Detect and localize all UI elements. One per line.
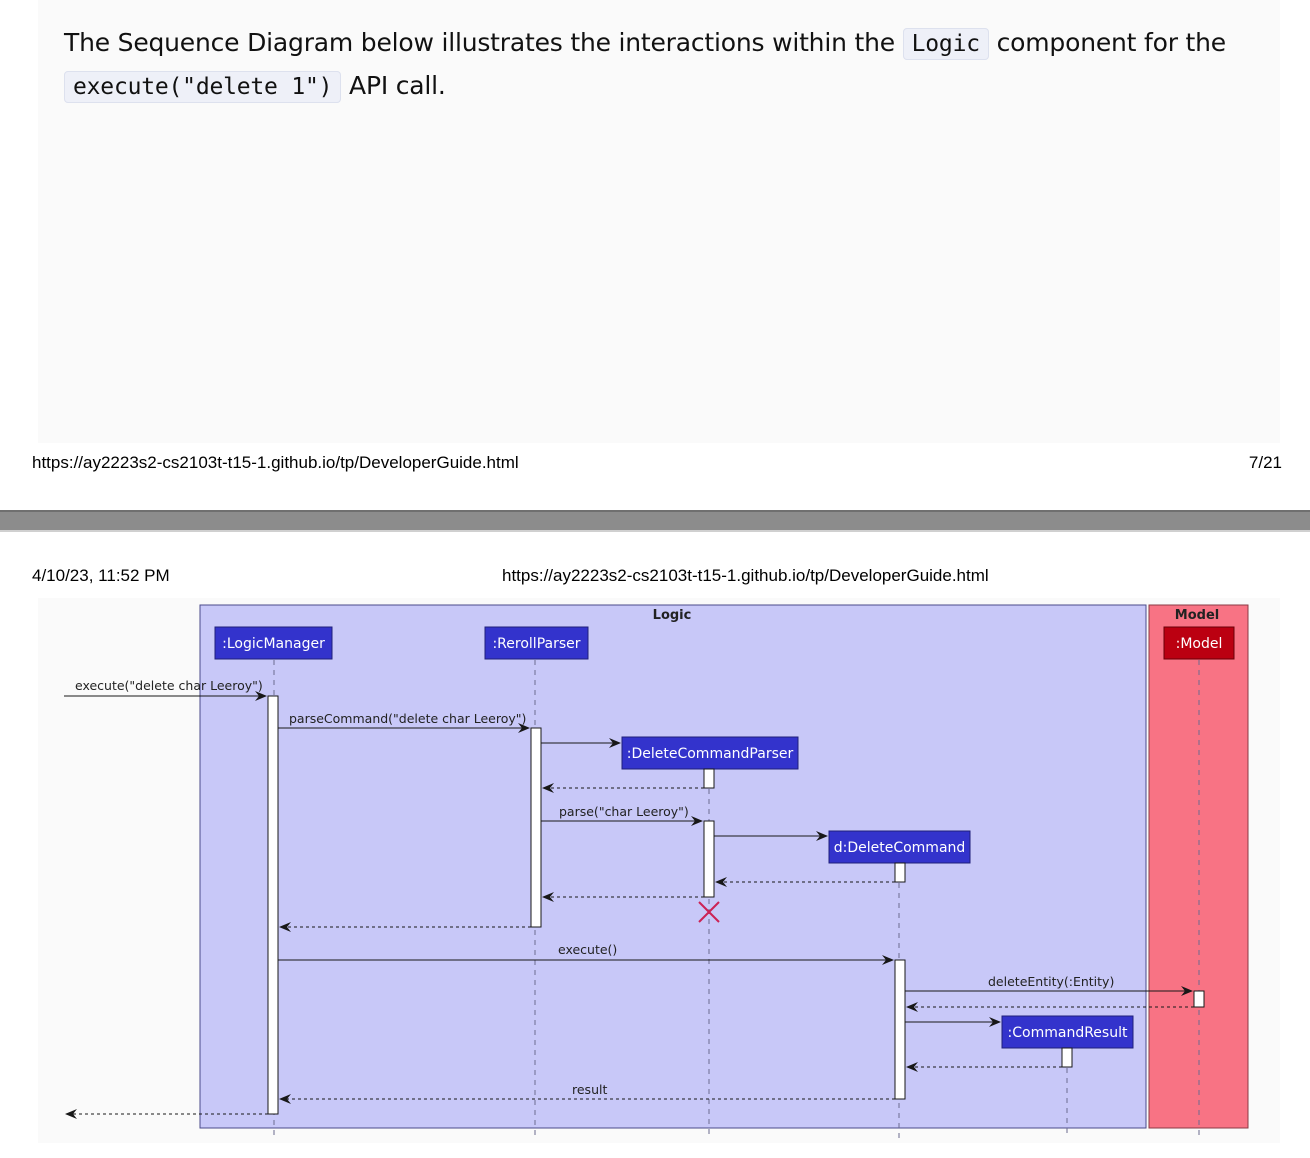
intro-text-after: API call. <box>341 71 446 100</box>
page-separator <box>0 510 1310 532</box>
participant-logic-manager: :LogicManager <box>214 626 333 660</box>
footer-page-number: 7/21 <box>1248 453 1282 472</box>
destroy-icon <box>698 901 720 923</box>
intro-text-middle: component for the <box>988 28 1227 57</box>
activation-delete-command-parser-create <box>703 768 715 789</box>
participant-reroll-parser-label: :RerollParser <box>492 636 580 652</box>
activation-logic-manager <box>267 695 279 1115</box>
message-parse-label: parse("char Leeroy") <box>559 804 689 819</box>
message-result-label: result <box>572 1082 607 1097</box>
message-parse-command-label: parseCommand("delete char Leeroy") <box>289 711 526 726</box>
message-delete-entity-label: deleteEntity(:Entity) <box>988 974 1114 989</box>
participant-command-result-label: :CommandResult <box>1008 1025 1128 1041</box>
intro-text-before: The Sequence Diagram below illustrates t… <box>64 28 903 57</box>
participant-delete-command: d:DeleteCommand <box>828 830 971 864</box>
activation-delete-command-execute <box>894 959 906 1100</box>
print-footer: https://ay2223s2-cs2103t-t15-1.github.io… <box>32 453 1282 477</box>
header-url: https://ay2223s2-cs2103t-t15-1.github.io… <box>502 566 989 585</box>
activation-delete-command-parser-parse <box>703 820 715 898</box>
sequence-diagram: Logic Model :LogicManager :RerollParser … <box>64 604 1249 1138</box>
message-execute-delete-char-label: execute("delete char Leeroy") <box>75 678 263 693</box>
print-header: 4/10/23, 11:52 PM https://ay2223s2-cs210… <box>32 566 1282 590</box>
participant-model: :Model <box>1163 626 1235 660</box>
page-top-content: The Sequence Diagram below illustrates t… <box>38 0 1280 443</box>
message-execute-label: execute() <box>558 942 617 957</box>
participant-command-result: :CommandResult <box>1001 1015 1134 1049</box>
participant-delete-command-parser: :DeleteCommandParser <box>621 736 799 770</box>
activation-model <box>1193 990 1205 1008</box>
participant-reroll-parser: :RerollParser <box>484 626 589 660</box>
header-datetime: 4/10/23, 11:52 PM <box>32 566 170 585</box>
participant-delete-command-parser-label: :DeleteCommandParser <box>627 746 794 762</box>
activation-reroll-parser <box>530 727 542 928</box>
code-logic: Logic <box>902 28 989 60</box>
footer-url: https://ay2223s2-cs2103t-t15-1.github.io… <box>32 453 519 472</box>
sequence-diagram-area: Logic Model :LogicManager :RerollParser … <box>38 598 1280 1143</box>
intro-paragraph: The Sequence Diagram below illustrates t… <box>64 22 1264 108</box>
logic-package-box <box>199 604 1147 1129</box>
model-package-label: Model <box>1175 608 1219 623</box>
participant-delete-command-label: d:DeleteCommand <box>834 840 966 856</box>
logic-package-label: Logic <box>653 608 692 623</box>
activation-delete-command-create <box>894 862 906 883</box>
activation-command-result <box>1061 1047 1073 1068</box>
code-execute: execute("delete 1") <box>64 71 342 103</box>
participant-logic-manager-label: :LogicManager <box>222 636 325 652</box>
participant-model-label: :Model <box>1176 636 1223 652</box>
